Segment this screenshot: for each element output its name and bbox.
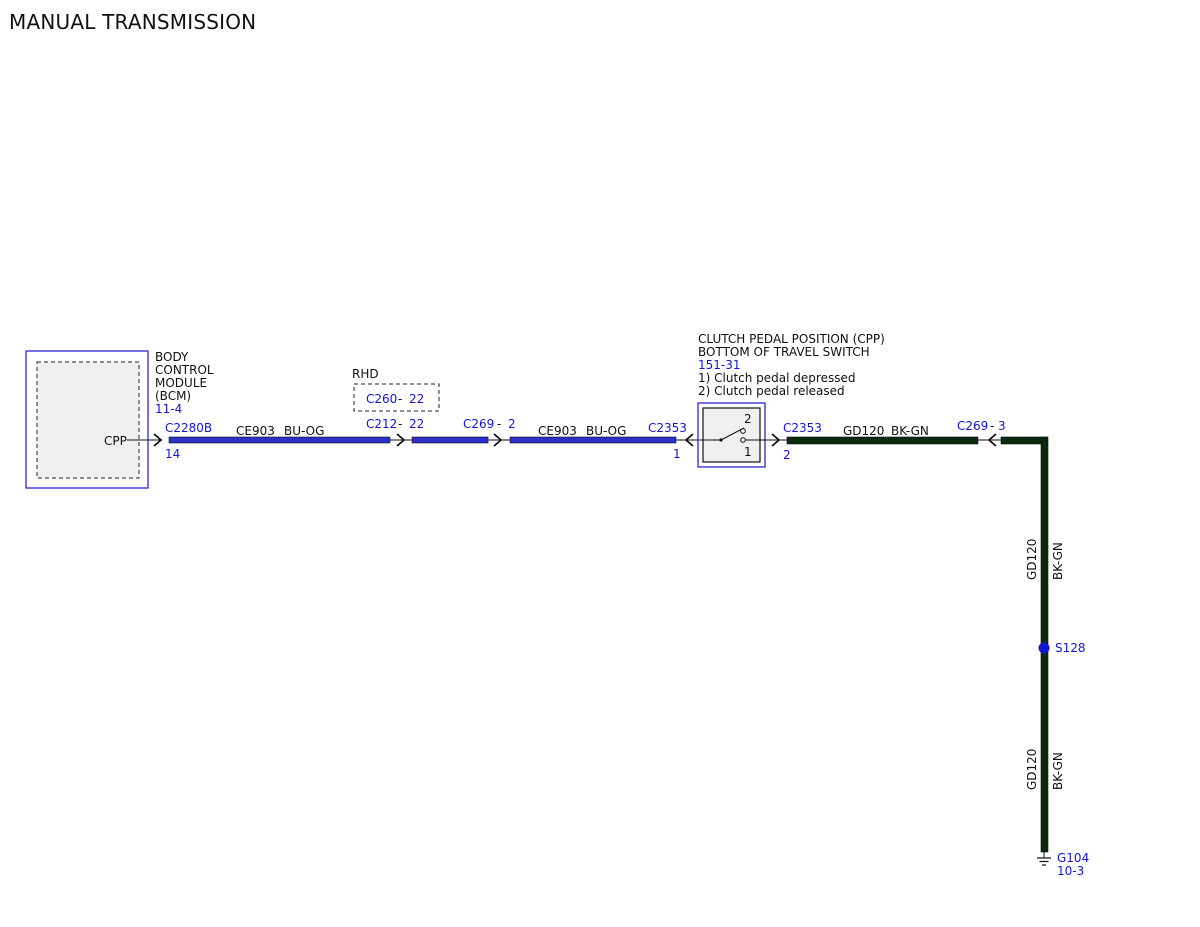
switch-note-1: 1) Clutch pedal depressed [698, 371, 855, 385]
bcm-connector-label[interactable]: C2280B [165, 421, 212, 435]
wire2-color-label: BU-OG [586, 424, 626, 438]
ground-ref-link[interactable]: 10-3 [1057, 864, 1084, 878]
bcm-outline[interactable] [25, 350, 149, 489]
bcm-ref-link[interactable]: 11-4 [155, 402, 182, 416]
c269-3-dash: - [990, 419, 994, 433]
switch-left-connector-label[interactable]: C2353 [648, 421, 687, 435]
diagram-title: MANUAL TRANSMISSION [9, 10, 257, 34]
wire-ce903-segment-2[interactable] [411, 436, 489, 444]
switch-right-connector-label[interactable]: C2353 [783, 421, 822, 435]
bcm-name-line-1: BODY [155, 350, 189, 364]
switch-position-2: 2 [744, 412, 752, 426]
bcm-body [36, 361, 140, 479]
vertical-lower-color-label: BK-GN [1051, 752, 1065, 790]
wire3-circuit-label: GD120 [843, 424, 884, 438]
bcm-name-line-3: MODULE [155, 376, 207, 390]
wire-gd120-segment-1[interactable] [786, 436, 979, 445]
c212-arrow-icon [396, 433, 406, 447]
switch-right-pin: 2 [783, 448, 791, 462]
switch-name-line-1: CLUTCH PEDAL POSITION (CPP) [698, 332, 885, 346]
ground-icon [1037, 852, 1051, 866]
rhd-label: RHD [352, 367, 379, 381]
c269-3-arrow-icon [987, 433, 997, 447]
c212-connector-label[interactable]: C212 [366, 417, 397, 431]
c269-2-pin: 2 [508, 417, 516, 431]
switch-contact-2-icon [740, 428, 746, 434]
bcm-name-line-2: CONTROL [155, 363, 214, 377]
switch-blade-icon [720, 427, 745, 441]
vertical-upper-circuit-label: GD120 [1025, 539, 1039, 580]
rhd-dash: - [398, 392, 402, 406]
rhd-box [353, 383, 440, 412]
wire-ce903-segment-1[interactable] [168, 436, 391, 444]
wire-gd120-segment-2[interactable] [1000, 436, 1048, 445]
splice-s128-dot[interactable] [1038, 642, 1050, 654]
rhd-pin: 22 [409, 392, 424, 406]
splice-s128-label[interactable]: S128 [1055, 641, 1086, 655]
bcm-name-line-4: (BCM) [155, 389, 191, 403]
c212-dash: - [398, 417, 402, 431]
switch-name-line-2: BOTTOM OF TRAVEL SWITCH [698, 345, 870, 359]
wire2-circuit-label: CE903 [538, 424, 577, 438]
wire1-color-label: BU-OG [284, 424, 324, 438]
wire1-circuit-label: CE903 [236, 424, 275, 438]
rhd-connector-label[interactable]: C260 [366, 392, 397, 406]
c269-3-connector-label[interactable]: C269 [957, 419, 988, 433]
switch-note-2: 2) Clutch pedal released [698, 384, 845, 398]
switch-right-arrow-icon [771, 433, 781, 447]
c269-2-connector-label[interactable]: C269 [463, 417, 494, 431]
switch-left-pin: 1 [673, 447, 681, 461]
switch-left-arrow-icon [684, 433, 694, 447]
bcm-pin-number: 14 [165, 447, 180, 461]
switch-outline[interactable] [697, 402, 766, 468]
wire3-color-label: BK-GN [891, 424, 929, 438]
switch-contact-1-icon [740, 437, 746, 443]
ground-label[interactable]: G104 [1057, 851, 1089, 865]
switch-position-1: 1 [744, 445, 752, 459]
bcm-pin-label: CPP [104, 434, 127, 448]
switch-ref-link[interactable]: 151-31 [698, 358, 741, 372]
vertical-upper-color-label: BK-GN [1051, 542, 1065, 580]
vertical-lower-circuit-label: GD120 [1025, 749, 1039, 790]
c269-3-pin: 3 [998, 419, 1006, 433]
c269-2-arrow-icon [493, 433, 503, 447]
c269-2-dash: - [497, 417, 501, 431]
c212-pin: 22 [409, 417, 424, 431]
bcm-connector-arrow-icon [153, 433, 163, 447]
